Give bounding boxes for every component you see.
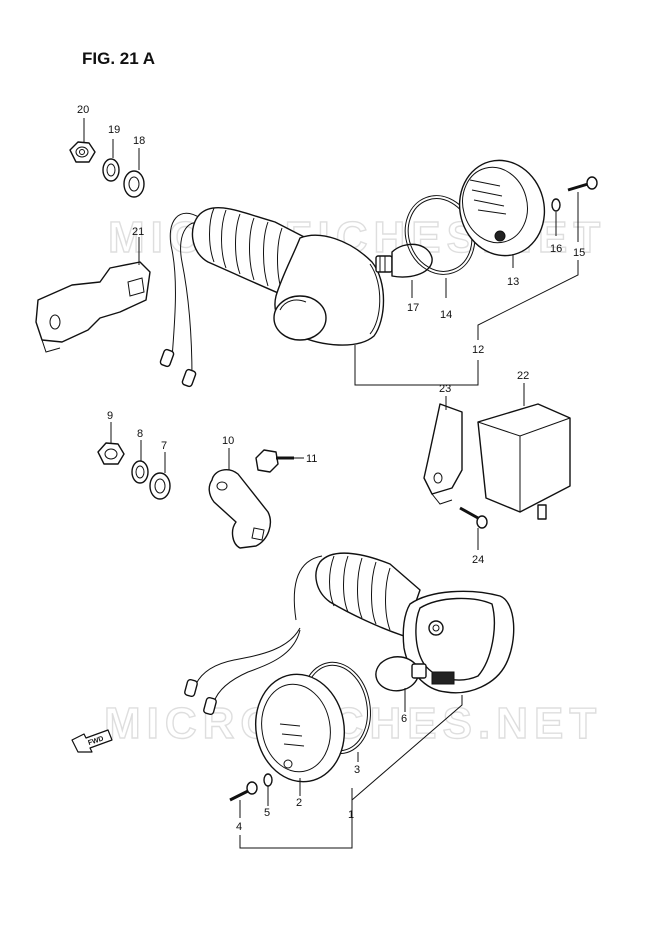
upper-turn-signal-housing	[159, 206, 385, 388]
part-18-washer	[123, 148, 145, 198]
part-2-lens	[254, 673, 346, 796]
callout-9: 9	[107, 410, 113, 422]
callout-4: 4	[236, 821, 242, 833]
part-5-washer	[263, 773, 273, 806]
part-11-bolt	[255, 449, 304, 473]
callout-22: 22	[517, 370, 529, 382]
callout-6: 6	[401, 713, 407, 725]
part-7-washer	[149, 452, 171, 500]
callout-18: 18	[133, 135, 145, 147]
part-9-nut	[97, 422, 125, 465]
part-17-bulb	[375, 243, 433, 298]
callout-15: 15	[573, 247, 585, 259]
callout-21: 21	[132, 226, 144, 238]
callout-24: 24	[472, 554, 484, 566]
part-16-washer	[551, 198, 561, 236]
part-24-screw	[459, 506, 488, 550]
callout-23: 23	[439, 383, 451, 395]
lower-turn-signal-housing	[184, 552, 515, 716]
callout-1: 1	[348, 809, 354, 821]
figure-title: FIG. 21 A	[82, 49, 155, 68]
callout-7: 7	[161, 440, 167, 452]
fwd-label: FWD	[87, 735, 104, 747]
part-12-grouping-line	[354, 260, 579, 386]
part-22-relay	[477, 383, 571, 520]
callout-12: 12	[472, 344, 484, 356]
part-6-bulb	[375, 656, 427, 712]
part-8-washer	[131, 440, 149, 484]
callout-19: 19	[108, 124, 120, 136]
callout-20: 20	[77, 104, 89, 116]
part-4-screw	[229, 781, 258, 818]
callout-2: 2	[296, 797, 302, 809]
callout-3: 3	[354, 764, 360, 776]
fwd-arrow-icon: FWD	[71, 729, 113, 753]
part-21-bracket	[35, 237, 151, 353]
watermark-bottom: MICROFICHES.NET	[104, 699, 602, 748]
part-20-nut	[69, 118, 96, 163]
callout-10: 10	[222, 435, 234, 447]
callout-17: 17	[407, 302, 419, 314]
part-13-lens	[458, 159, 546, 268]
callout-13: 13	[507, 276, 519, 288]
callout-5: 5	[264, 807, 270, 819]
callout-16: 16	[550, 243, 562, 255]
callout-8: 8	[137, 428, 143, 440]
part-15-screw	[567, 176, 598, 242]
part-23-bracket	[423, 396, 463, 505]
part-1-grouping-line	[239, 695, 463, 849]
callout-11: 11	[306, 453, 317, 465]
callout-14: 14	[440, 309, 452, 321]
part-19-washer	[102, 139, 120, 182]
part-10-bracket	[208, 448, 272, 549]
